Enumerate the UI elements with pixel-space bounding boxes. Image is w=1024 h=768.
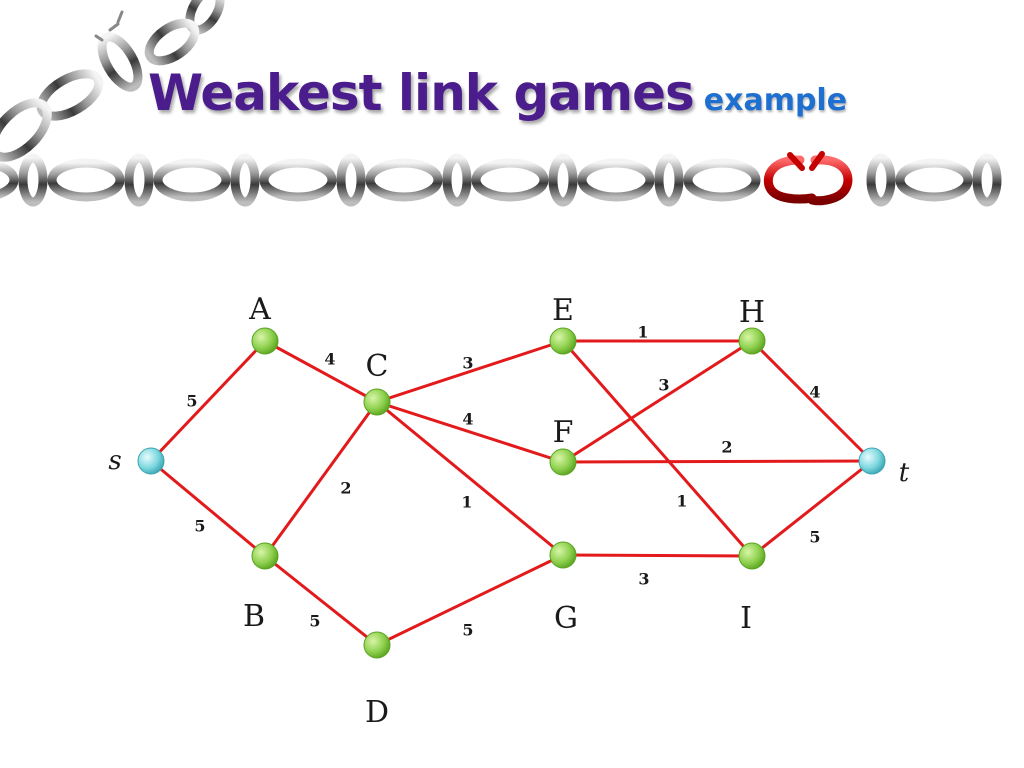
node-s <box>137 447 165 475</box>
chain-link-icon <box>230 153 260 207</box>
node-label-G: G <box>554 601 578 636</box>
edge-s-B <box>150 459 266 558</box>
node-label-F: F <box>553 415 574 450</box>
node-B <box>251 542 279 570</box>
chain-link-icon <box>866 153 896 207</box>
node-G <box>549 541 577 569</box>
edge-H-t <box>750 339 874 463</box>
node-label-C: C <box>366 349 389 384</box>
edge-weight-s-A: 5 <box>186 392 197 411</box>
edge-C-F <box>376 400 564 464</box>
chain-link-icon <box>654 153 684 207</box>
node-label-D: D <box>365 695 389 730</box>
chain-link-icon <box>124 153 154 207</box>
edge-weight-F-t: 2 <box>721 438 732 457</box>
chain-link-icon <box>577 158 655 202</box>
edge-G-I <box>562 553 753 558</box>
node-label-A: A <box>248 292 271 327</box>
broken-link-icon <box>763 151 853 206</box>
node-D <box>363 631 391 659</box>
chain-link-icon <box>47 158 125 202</box>
edge-E-I <box>561 340 754 557</box>
edge-A-C <box>264 339 378 404</box>
edge-weight-B-D: 5 <box>309 612 320 631</box>
edge-weight-E-H: 1 <box>637 323 648 342</box>
node-label-t: t <box>899 458 910 488</box>
edge-F-H <box>562 339 753 464</box>
node-F <box>549 448 577 476</box>
chain-link-icon <box>548 153 578 207</box>
edge-weight-I-t: 5 <box>809 528 820 547</box>
title-main: Weakest link games <box>148 64 695 122</box>
edge-weight-s-B: 5 <box>194 517 205 536</box>
edge-B-D <box>264 554 378 647</box>
node-E <box>549 327 577 355</box>
edge-weight-E-I: 1 <box>676 492 687 511</box>
chain-link-icon <box>972 153 1002 207</box>
chain-link-icon <box>471 158 549 202</box>
edge-weight-C-E: 3 <box>462 354 473 373</box>
node-label-B: B <box>243 599 265 634</box>
node-t <box>858 447 886 475</box>
edge-weight-B-C: 2 <box>340 479 351 498</box>
edge-weight-H-t: 4 <box>809 383 820 402</box>
edge-s-A <box>149 339 267 463</box>
edge-C-E <box>376 339 564 404</box>
node-A <box>251 327 279 355</box>
edge-D-G <box>376 553 564 647</box>
chain-link-icon <box>895 158 973 202</box>
edge-C-G <box>376 400 564 557</box>
chain-link-icon <box>18 153 48 207</box>
edge-weight-A-C: 4 <box>324 350 335 369</box>
edge-B-C <box>263 401 379 557</box>
edge-weight-C-G: 1 <box>461 493 472 512</box>
hanging-chain-icon <box>0 0 225 162</box>
edge-weight-D-G: 5 <box>462 621 473 640</box>
chain-link-icon <box>442 153 472 207</box>
chain-link-icon <box>153 158 231 202</box>
chain-banner <box>0 0 1002 207</box>
node-label-I: I <box>740 601 752 636</box>
node-I <box>738 542 766 570</box>
chain-link-icon <box>365 158 443 202</box>
node-label-H: H <box>739 295 765 330</box>
title-subtitle: example <box>703 83 848 118</box>
node-C <box>363 388 391 416</box>
chain-link-icon <box>0 161 19 199</box>
node-label-s: s <box>108 446 121 476</box>
chain-link-icon <box>683 158 761 202</box>
edge-I-t <box>751 459 873 558</box>
chain-link-icon <box>259 158 337 202</box>
chain-link-icon <box>336 153 366 207</box>
node-H <box>738 327 766 355</box>
node-label-E: E <box>552 293 574 328</box>
edge-weight-C-F: 4 <box>462 410 473 429</box>
edge-weight-G-I: 3 <box>638 570 649 589</box>
edge-F-t <box>562 459 873 464</box>
edge-weight-F-H: 3 <box>658 376 669 395</box>
